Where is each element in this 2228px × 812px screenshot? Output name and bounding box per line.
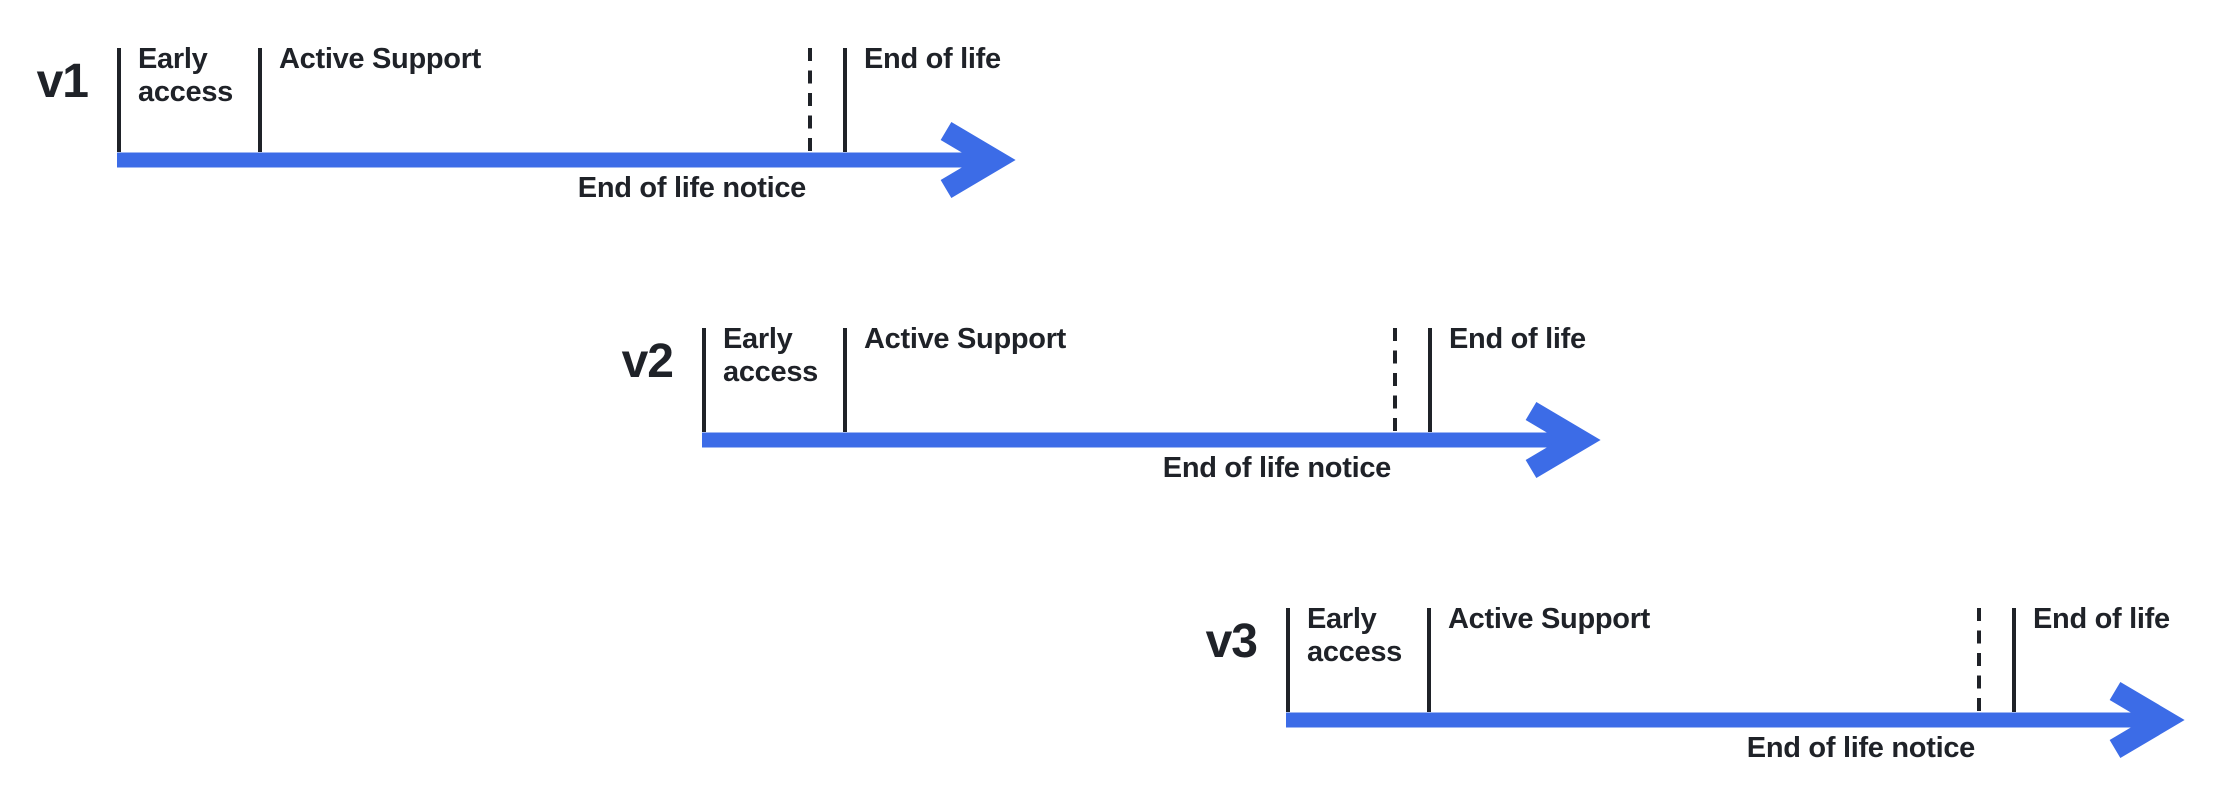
phase-label-early-access: Early access — [138, 43, 233, 108]
timeline-v1: v1 Early access Active Support End of li… — [0, 0, 1040, 230]
timeline-v3: v3 Early access Active Support End of li… — [1169, 560, 2209, 790]
arrow-head-icon — [1525, 401, 1601, 479]
phase-label-end-of-life: End of life — [1449, 323, 1586, 355]
version-label: v3 — [1205, 615, 1258, 668]
version-label: v1 — [36, 55, 89, 108]
phase-label-early-access: Early access — [723, 323, 818, 388]
timeline-v2: v2 Early access Active Support End of li… — [585, 280, 1625, 510]
eol-notice-label: End of life notice — [1162, 452, 1392, 484]
phase-label-early-access: Early access — [1307, 603, 1402, 668]
version-label: v2 — [621, 335, 674, 388]
phase-label-active-support: Active Support — [1448, 603, 1651, 635]
phase-label-active-support: Active Support — [279, 43, 482, 75]
timeline-graphics — [1286, 608, 2185, 759]
timeline-graphics — [702, 328, 1601, 479]
timeline-graphics — [117, 48, 1016, 199]
phase-label-end-of-life: End of life — [2033, 603, 2170, 635]
eol-notice-label: End of life notice — [1746, 732, 1976, 764]
arrow-head-icon — [2109, 681, 2185, 759]
arrow-head-icon — [940, 121, 1016, 199]
phase-label-active-support: Active Support — [864, 323, 1067, 355]
phase-label-end-of-life: End of life — [864, 43, 1001, 75]
eol-notice-label: End of life notice — [577, 172, 807, 204]
